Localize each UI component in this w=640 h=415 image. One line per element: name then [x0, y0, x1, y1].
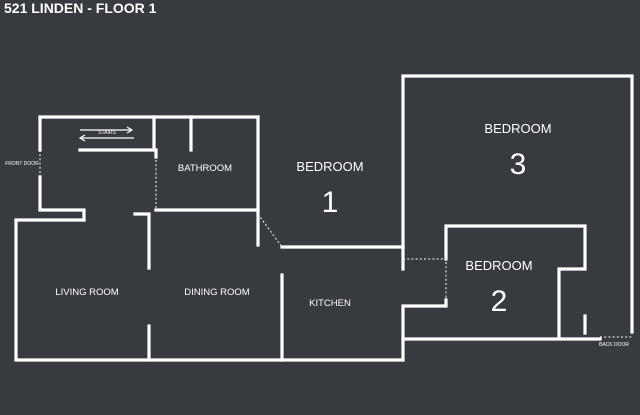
page-title: 521 LINDEN - FLOOR 1 [4, 0, 157, 16]
front-door-label: FRONT DOOR [5, 161, 39, 167]
dining-room-label: DINING ROOM [184, 287, 250, 298]
stairs-arrows [78, 126, 134, 142]
door-swings [39, 150, 632, 338]
bedroom-2-number: 2 [491, 285, 508, 318]
bedroom-1-number: 1 [322, 186, 339, 219]
bedroom-1-label: BEDROOM [296, 159, 363, 174]
back-door-label: BACK DOOR [599, 342, 629, 348]
bedroom-2-label: BEDROOM [465, 258, 532, 273]
walls [14, 74, 634, 362]
kitchen-label: KITCHEN [309, 298, 351, 309]
bedroom-3-label: BEDROOM [484, 121, 551, 136]
bathroom-label: BATHROOM [178, 163, 232, 174]
living-room-label: LIVING ROOM [55, 287, 118, 298]
bedroom-3-number: 3 [510, 148, 527, 181]
stairs-label: STAIRS [98, 130, 116, 136]
